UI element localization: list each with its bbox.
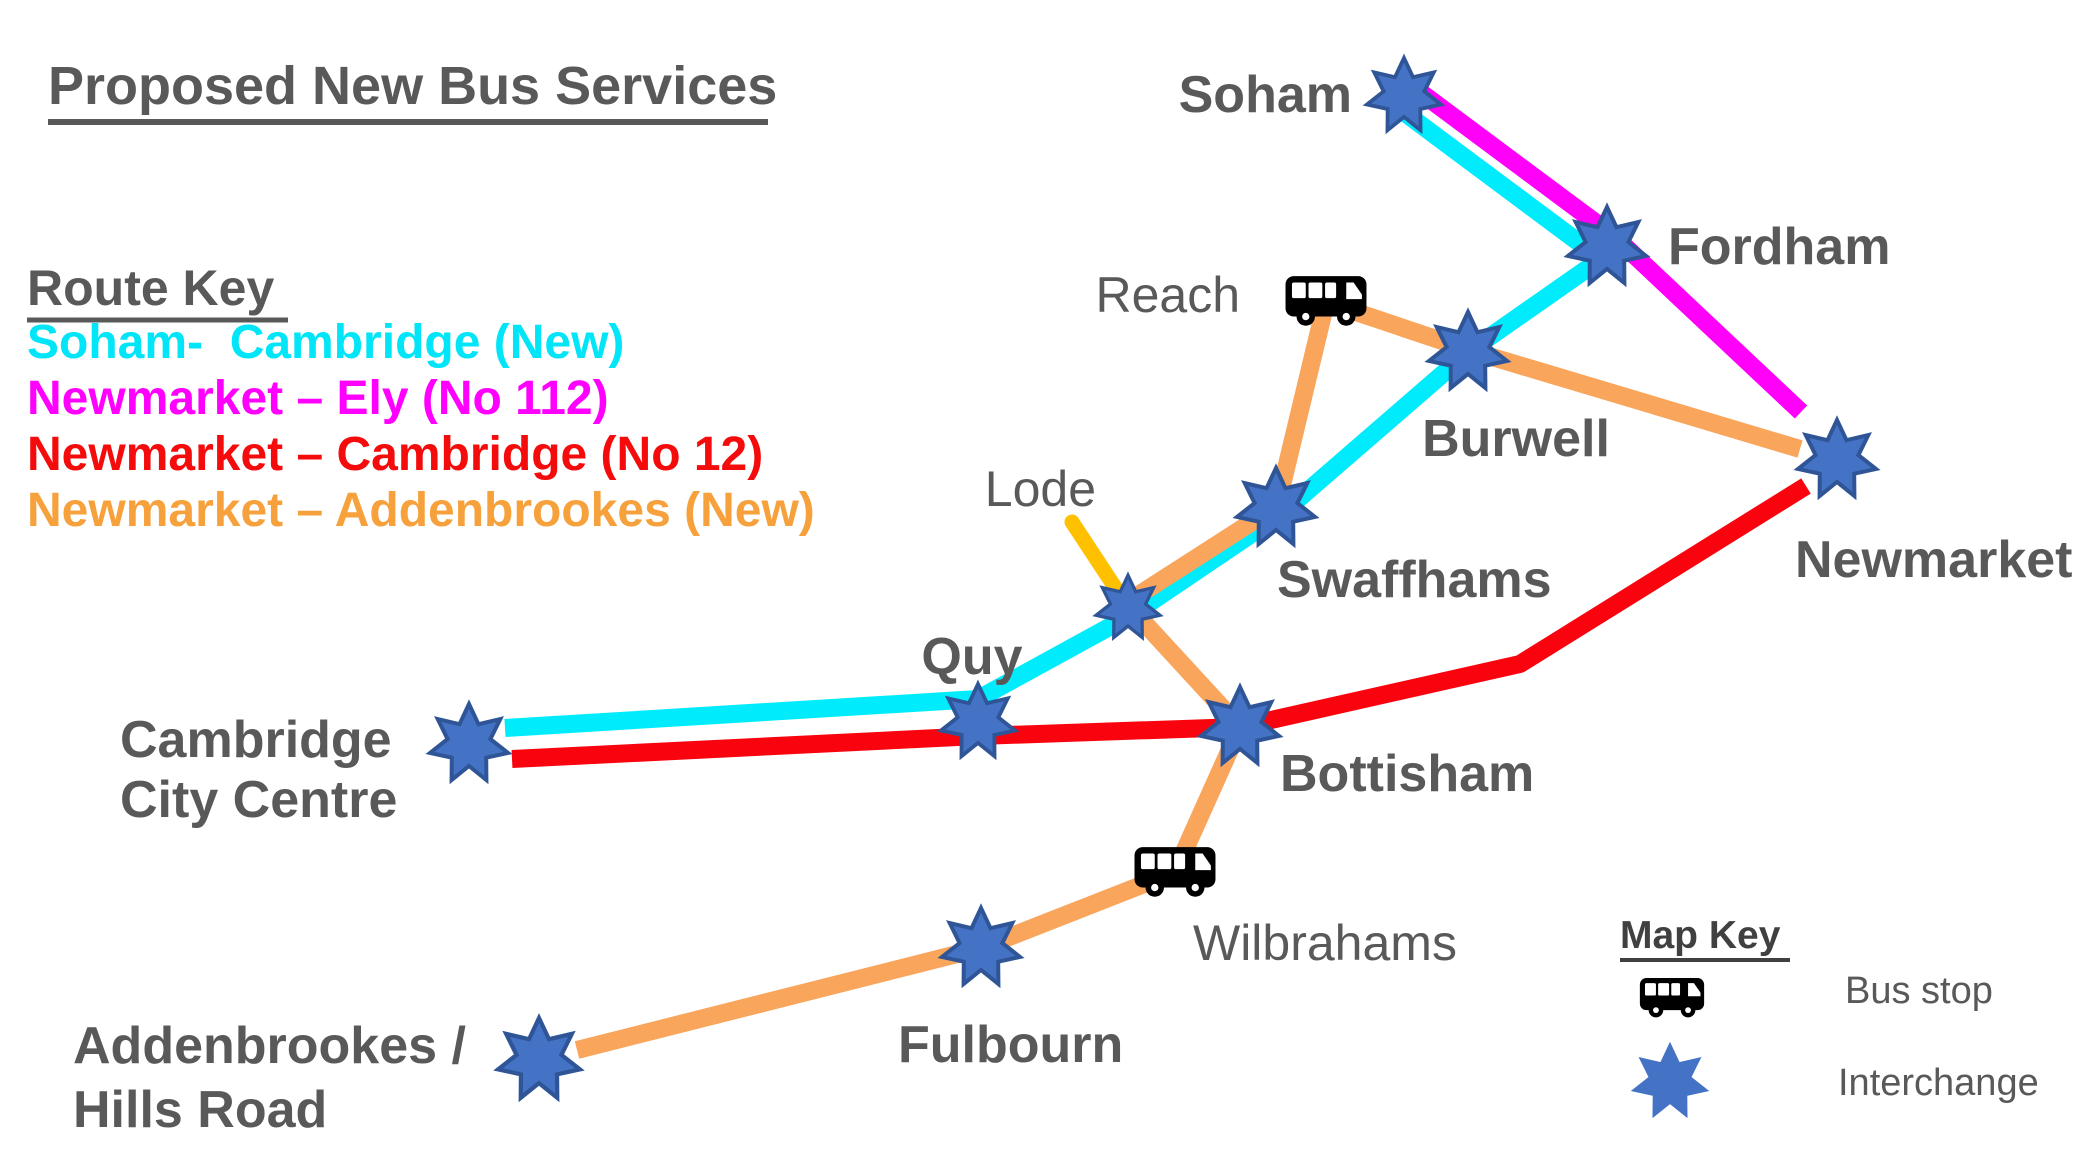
interchange-fulbourn [940,906,1022,986]
station-label-cambridge-line1: Cambridge [120,711,392,769]
route-line-newmarket-addenbrookes [574,293,1803,1059]
page-title: Proposed New Bus Services [48,56,777,116]
interchange-addenbrookes [498,1018,580,1098]
map-key-bus-stop-label: Bus stop [1845,970,1993,1012]
route-key-item-soham-cambridge: Soham- Cambridge (New) [27,316,624,369]
station-label-wilbrahams: Wilbrahams [1193,915,1457,971]
station-label-fordham: Fordham [1668,218,1890,276]
route-key-item-newmarket-addenbrookes: Newmarket – Addenbrookes (New) [27,484,815,537]
map-key-interchange-label: Interchange [1838,1062,2039,1104]
map-key-heading: Map Key [1620,914,1781,957]
station-label-addenbrookes-line1: Addenbrookes / [73,1017,466,1075]
station-label-lode: Lode [985,461,1096,517]
station-label-reach: Reach [1095,267,1240,323]
station-label-soham: Soham [1179,66,1352,124]
map-key-bus-stop-icon [1639,978,1705,1018]
route-key-item-newmarket-cambridge: Newmarket – Cambridge (No 12) [27,428,763,481]
station-label-fulbourn: Fulbourn [898,1016,1123,1074]
station-label-swaffhams: Swaffhams [1277,551,1552,609]
map-key-interchange-icon [1633,1044,1707,1117]
station-label-bottisham: Bottisham [1280,745,1534,803]
station-label-newmarket: Newmarket [1795,531,2072,589]
station-label-quy: Quy [921,628,1022,686]
route-key-heading: Route Key [27,260,274,316]
route-key-item-newmarket-ely: Newmarket – Ely (No 112) [27,372,609,425]
interchange-cambridge-city-centre [428,702,510,782]
station-label-addenbrookes-line2: Hills Road [73,1081,327,1139]
bus-stop-wilbrahams-icon [1134,847,1216,897]
station-label-cambridge-line2: City Centre [120,771,397,829]
station-label-burwell: Burwell [1422,410,1610,468]
interchange-newmarket [1796,418,1878,498]
